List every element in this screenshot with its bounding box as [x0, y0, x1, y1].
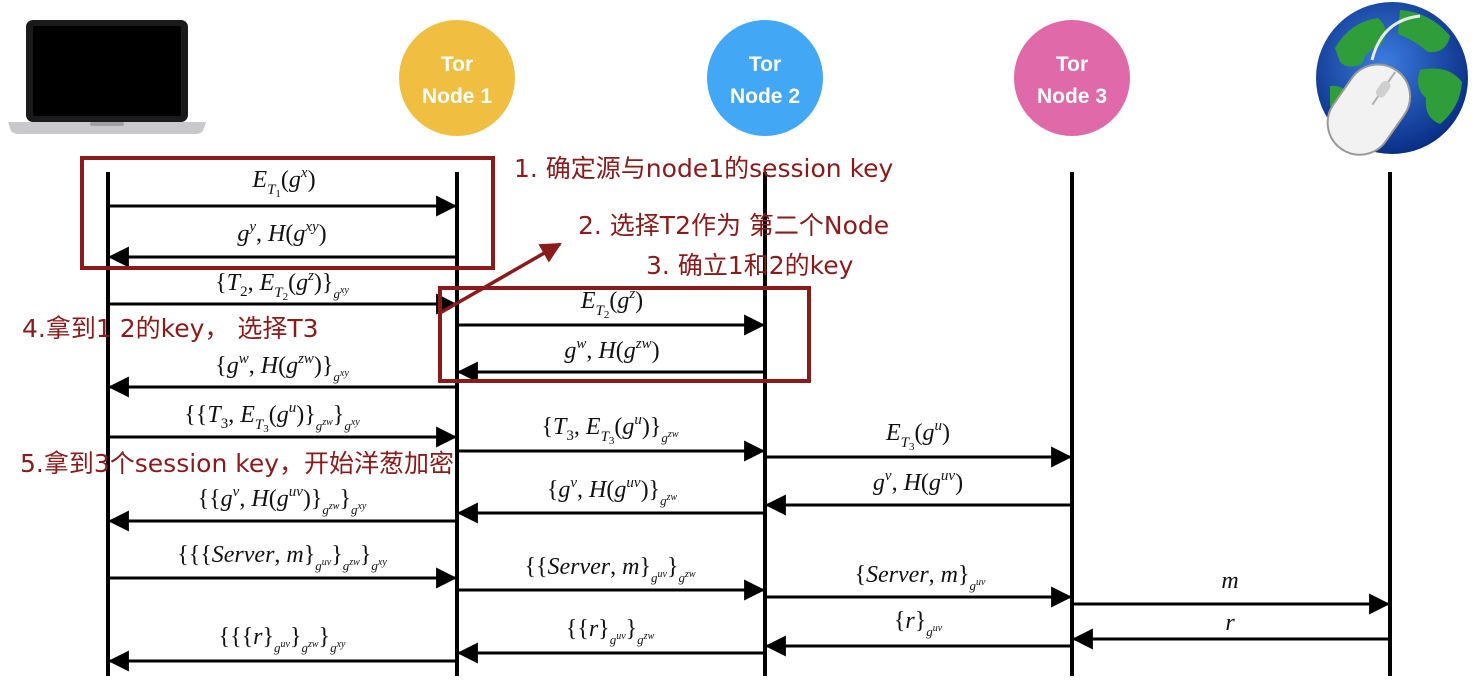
msg-label-m16: m: [1221, 568, 1238, 594]
laptop-icon: [8, 20, 206, 134]
msg-label-m17: r: [1225, 610, 1235, 636]
tor-node-2-line2: Node 2: [730, 85, 800, 108]
msg-label-m12: {{gv, H(guv)}gzw}gxy: [198, 484, 367, 517]
tor-node-1: Tor Node 1: [399, 20, 515, 136]
highlight-box-node1-key: [80, 156, 495, 270]
tor-node-3: Tor Node 3: [1014, 20, 1130, 136]
globe-mouse-icon: [1316, 2, 1468, 156]
msg-label-m3: {T2, ET2(gz)}gxy: [215, 268, 349, 303]
tor-node-1-line1: Tor: [441, 53, 473, 76]
annotation-1: 1. 确定源与node1的session key: [514, 154, 894, 183]
annotation-4: 4.拿到1 2的key， 选择T3: [22, 314, 319, 343]
tor-node-3-line2: Node 3: [1037, 85, 1107, 108]
msg-label-m2: gy, H(gxy): [237, 219, 326, 247]
tor-node-2: Tor Node 2: [707, 20, 823, 136]
msg-label-m6: {gw, H(gzw)}gxy: [215, 351, 349, 384]
highlight-box-node2-key: [438, 286, 811, 383]
msg-label-m18: {r}guv: [894, 608, 943, 639]
annotation-5: 5.拿到3个session key，开始洋葱加密: [20, 449, 454, 478]
msg-label-m19: {{r}guv}gzw: [566, 616, 655, 647]
msg-label-m9: ET3(gu): [885, 418, 950, 453]
tor-node-2-line1: Tor: [749, 53, 781, 76]
msg-label-m11: {gv, H(guv)}gzw: [547, 475, 678, 508]
msg-label-m20: {{{r}guv}gzw}gxy: [219, 624, 346, 655]
msg-label-m10: gv, H(guv): [873, 468, 963, 496]
msg-label-m8: {T3, ET3(gu)}gzw: [542, 412, 679, 447]
msg-label-m7: {{T3, ET3(gu)}gzw}gxy: [184, 400, 360, 435]
annotation-pointer-arrow: [439, 242, 562, 315]
tor-node-3-line1: Tor: [1056, 53, 1088, 76]
msg-label-m5: gw, H(gzw): [564, 336, 659, 364]
msg-label-m14: {{Server, m}guv}gzw: [524, 554, 695, 585]
annotation-2: 2. 选择T2作为 第二个Node: [578, 211, 889, 240]
msg-label-m15: {Server, m}guv: [855, 562, 987, 593]
msg-label-m4: ET2(gz): [580, 286, 643, 321]
tor-node-1-line2: Node 1: [422, 85, 492, 108]
msg-label-m1: ET1(gx): [251, 165, 315, 200]
msg-label-m13: {{{Server, m}guv}gzw}gxy: [177, 542, 387, 573]
annotation-3: 3. 确立1和2的key: [646, 251, 854, 280]
